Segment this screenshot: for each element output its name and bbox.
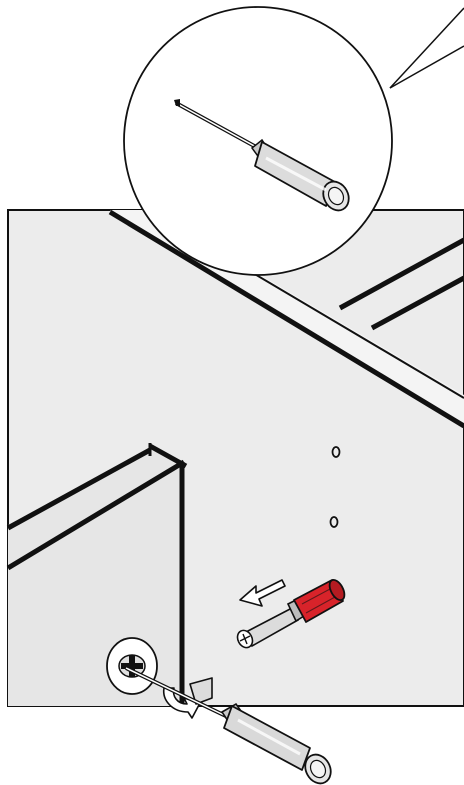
detail-callout-pointer — [390, 8, 464, 88]
detail-callout-icon — [124, 7, 392, 275]
cam-lock-screw-icon — [107, 638, 157, 694]
